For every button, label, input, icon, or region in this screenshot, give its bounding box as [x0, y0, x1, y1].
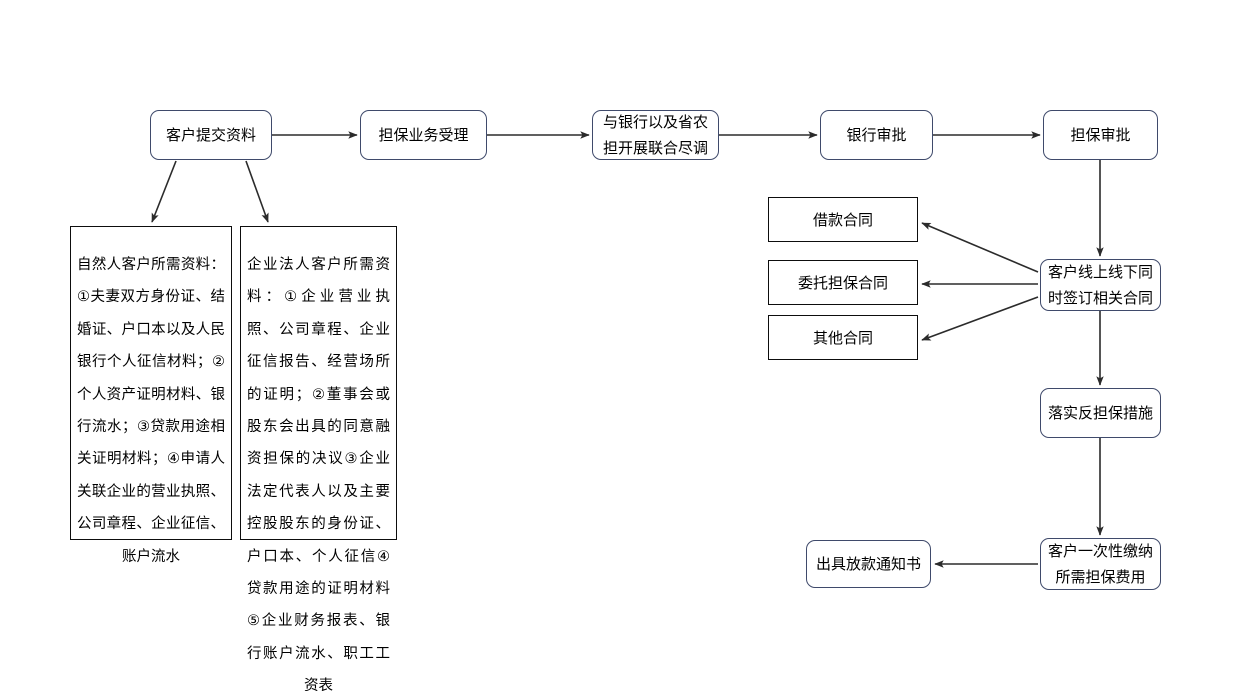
node-other-contract[interactable]: 其他合同	[768, 315, 918, 360]
edge-submit-to-corporate	[245, 160, 269, 223]
node-label: 借款合同	[812, 210, 873, 229]
node-issue-loan-notice[interactable]: 出具放款通知书	[806, 540, 931, 588]
edge-submit-to-naturalperson	[151, 160, 177, 223]
node-label: 银行审批	[846, 126, 907, 144]
node-entrusted-guarantee-contract[interactable]: 委托担保合同	[768, 260, 918, 305]
node-label: 客户提交资料	[165, 126, 256, 144]
node-customer-pay-guarantee-fee[interactable]: 客户一次性缴纳 所需担保费用	[1040, 538, 1161, 590]
node-label: 出具放款通知书	[815, 555, 921, 573]
node-label: 担保审批	[1070, 126, 1131, 144]
node-customer-sign-contracts[interactable]: 客户线上线下同 时签订相关合同	[1040, 259, 1161, 311]
node-joint-due-diligence[interactable]: 与银行以及省农 担开展联合尽调	[592, 110, 719, 160]
node-implement-counter-guarantee[interactable]: 落实反担保措施	[1040, 388, 1161, 438]
node-label: 客户一次性缴纳 所需担保费用	[1047, 542, 1153, 586]
node-label: 企业法人客户所需资料：①企业营业执照、公司章程、企业征信报告、经营场所的证明；②…	[247, 257, 390, 691]
node-loan-contract[interactable]: 借款合同	[768, 197, 918, 242]
node-label: 落实反担保措施	[1047, 404, 1153, 422]
edge-signing-to-loancontract	[921, 222, 1039, 273]
node-label: 委托担保合同	[797, 273, 888, 292]
node-guarantee-business-acceptance[interactable]: 担保业务受理	[360, 110, 487, 160]
node-guarantee-approval[interactable]: 担保审批	[1043, 110, 1158, 160]
edge-signing-to-othercontract	[921, 296, 1039, 341]
node-label: 其他合同	[812, 328, 873, 347]
node-natural-person-required-materials[interactable]: 自然人客户所需资料：①夫妻双方身份证、结婚证、户口本以及人民银行个人征信材料；②…	[70, 226, 232, 565]
node-bank-approval[interactable]: 银行审批	[820, 110, 933, 160]
node-label: 自然人客户所需资料：①夫妻双方身份证、结婚证、户口本以及人民银行个人征信材料；②…	[77, 257, 225, 565]
node-label: 担保业务受理	[378, 126, 469, 144]
node-corporate-required-materials[interactable]: 企业法人客户所需资料：①企业营业执照、公司章程、企业征信报告、经营场所的证明；②…	[240, 226, 397, 691]
node-customer-submit-materials[interactable]: 客户提交资料	[150, 110, 272, 160]
node-label: 与银行以及省农 担开展联合尽调	[602, 113, 708, 157]
node-label: 客户线上线下同 时签订相关合同	[1047, 263, 1153, 307]
